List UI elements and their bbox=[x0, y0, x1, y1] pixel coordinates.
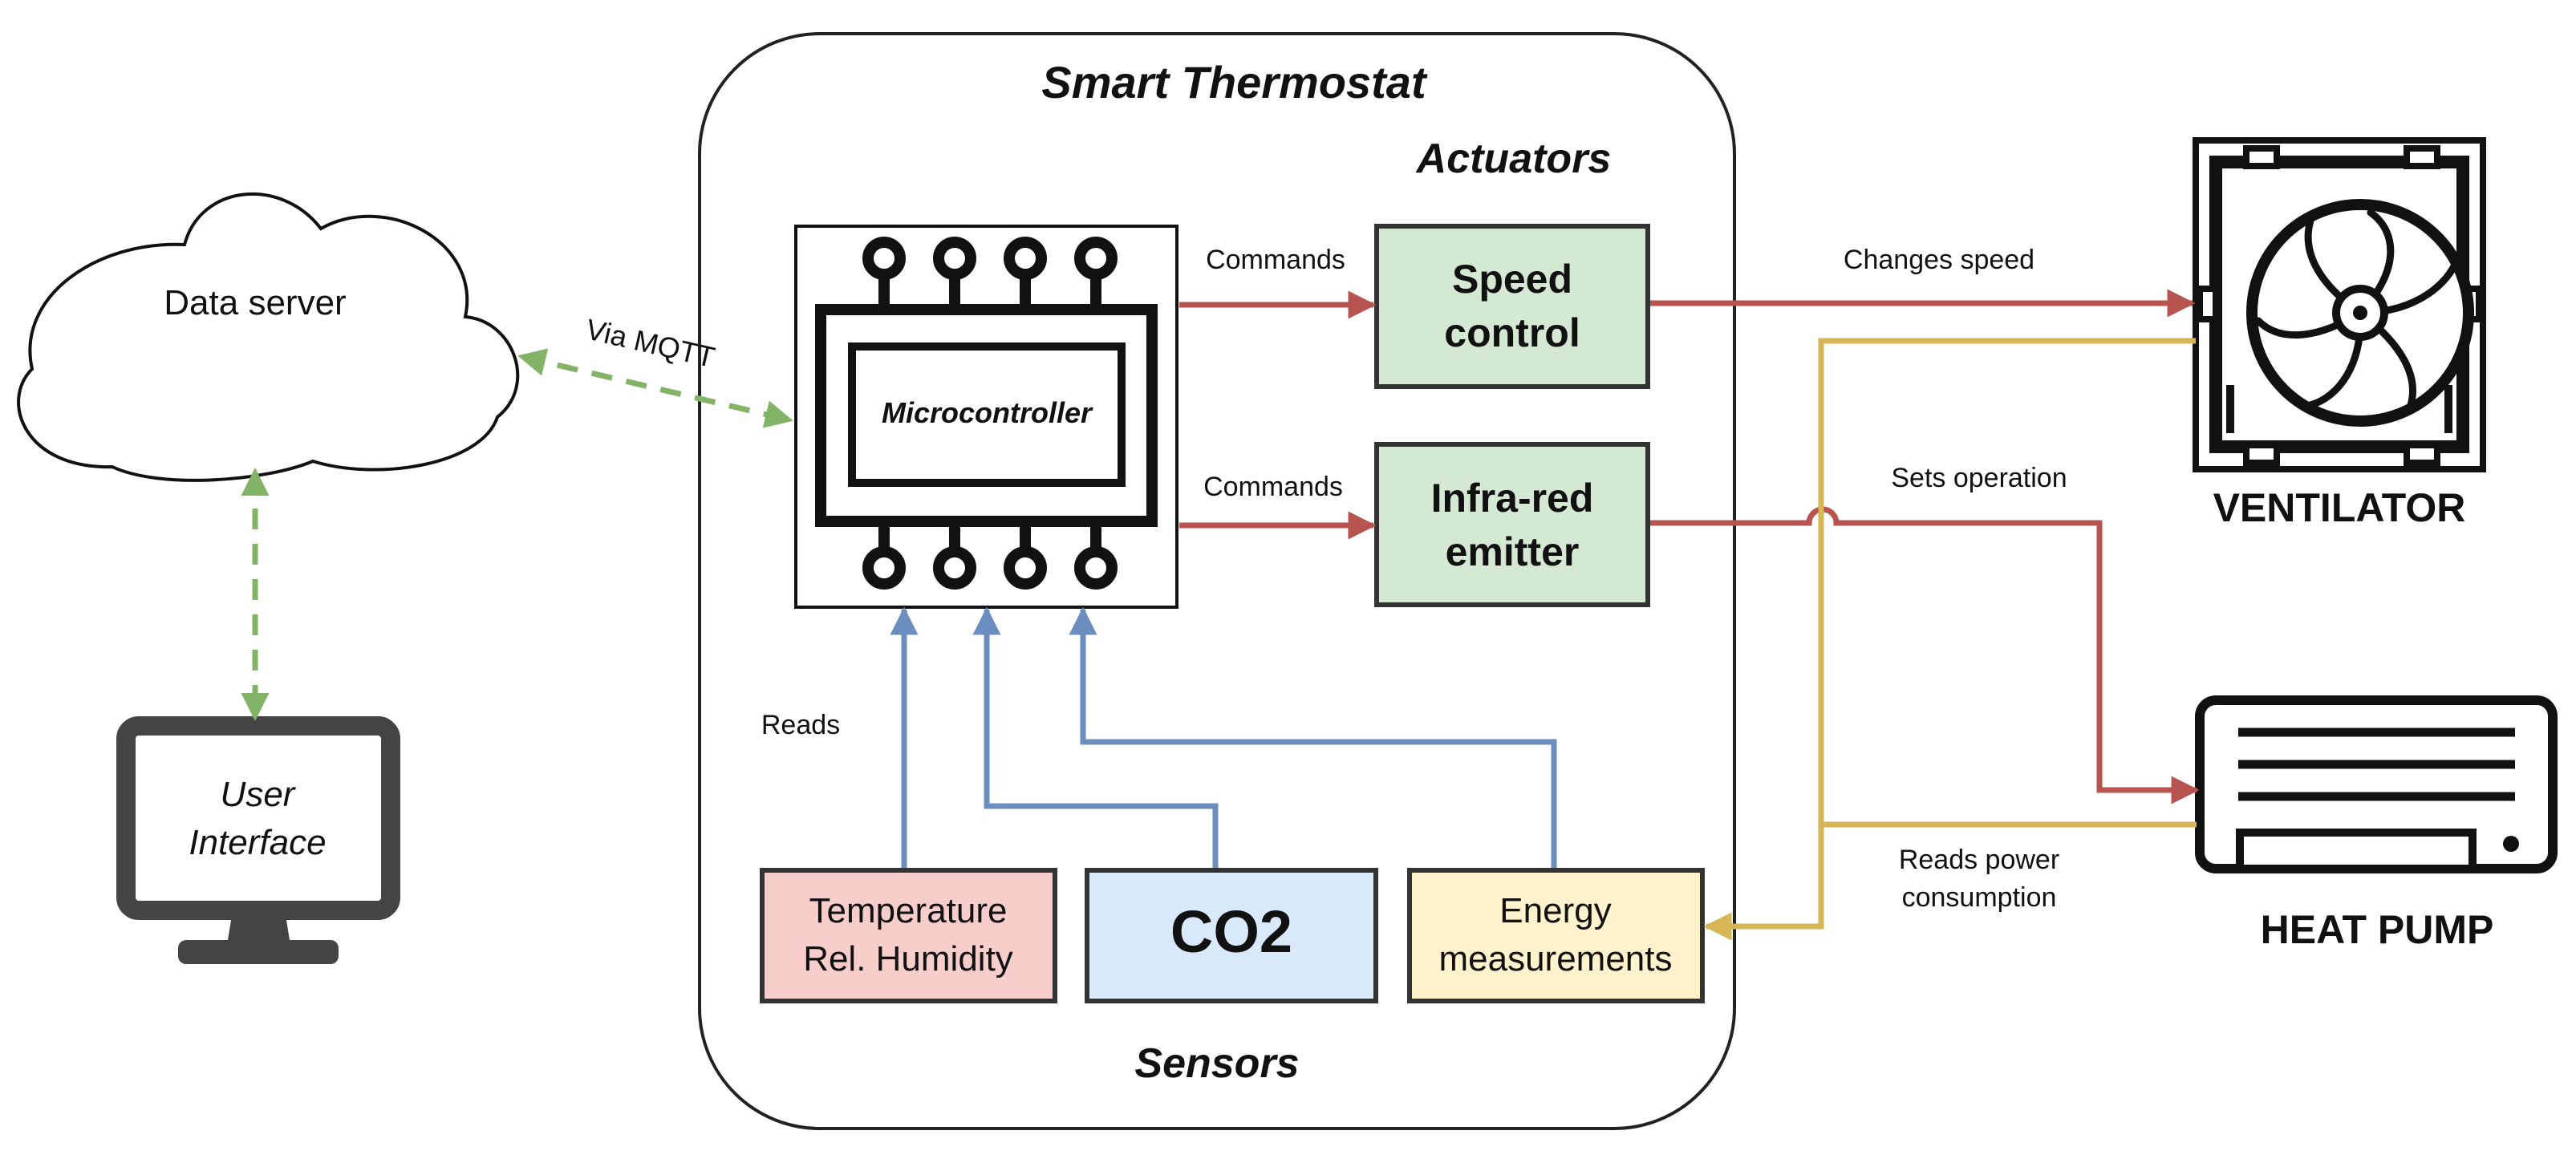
data-server-cloud: Data server bbox=[17, 192, 520, 482]
commands-label-1: Commands bbox=[1206, 245, 1345, 275]
power-arrows: Reads power consumption bbox=[1703, 338, 2197, 941]
reads-power-label-line2: consumption bbox=[1902, 882, 2057, 913]
energy-line2: measurements bbox=[1438, 939, 1672, 979]
changes-speed-label: Changes speed bbox=[1844, 245, 2034, 275]
co2-label: CO2 bbox=[1170, 898, 1292, 965]
reads-arrow-energy bbox=[1069, 606, 1557, 868]
heat-pump-label: HEAT PUMP bbox=[2261, 907, 2494, 952]
temperature-humidity-box: Temperature Rel. Humidity bbox=[760, 868, 1057, 1003]
temperature-line2: Rel. Humidity bbox=[803, 939, 1013, 979]
user-interface-label-line2: Interface bbox=[189, 823, 326, 862]
infrared-emitter-box: Infra-red emitter bbox=[1374, 442, 1650, 607]
ventilator-icon: VENTILATOR bbox=[2193, 137, 2486, 530]
speed-control-line1: Speed bbox=[1452, 257, 1572, 302]
thermostat-title: Smart Thermostat bbox=[1041, 57, 1428, 107]
energy-measurements-box: Energy measurements bbox=[1407, 868, 1705, 1003]
co2-box: CO2 bbox=[1085, 868, 1378, 1003]
actuators-label: Actuators bbox=[1415, 136, 1612, 182]
chip-pins-top bbox=[862, 237, 1118, 309]
sets-operation-arrow bbox=[1650, 506, 2200, 804]
data-server-label: Data server bbox=[164, 283, 346, 322]
temperature-line1: Temperature bbox=[809, 891, 1007, 930]
infrared-emitter-line2: emitter bbox=[1446, 529, 1580, 574]
microcontroller-label: Microcontroller bbox=[882, 396, 1093, 429]
speed-control-line2: control bbox=[1444, 310, 1580, 355]
infrared-emitter-line1: Infra-red bbox=[1431, 476, 1594, 521]
mqtt-arrow bbox=[517, 348, 793, 428]
via-mqtt-label: Via MQTT bbox=[583, 312, 718, 374]
ventilator-label: VENTILATOR bbox=[2213, 485, 2466, 530]
reads-power-label-line1: Reads power bbox=[1899, 845, 2059, 875]
sensors-label: Sensors bbox=[1134, 1040, 1299, 1087]
microcontroller-chip: Microcontroller bbox=[794, 225, 1178, 609]
reads-arrow-co2 bbox=[972, 606, 1219, 868]
ventilator-power-line bbox=[1703, 338, 2196, 941]
sets-operation-label: Sets operation bbox=[1891, 463, 2067, 493]
user-interface-monitor: User Interface bbox=[116, 716, 400, 964]
reads-label: Reads bbox=[761, 710, 840, 740]
heat-pump-icon: HEAT PUMP bbox=[2195, 695, 2558, 952]
chip-pins-bottom bbox=[862, 521, 1118, 590]
energy-line1: Energy bbox=[1499, 891, 1611, 930]
user-interface-label-line1: User bbox=[221, 775, 297, 814]
speed-control-box: Speed control bbox=[1374, 224, 1650, 389]
sensor-arrows: Reads bbox=[761, 606, 1557, 868]
commands-label-2: Commands bbox=[1203, 472, 1343, 502]
command-arrows: Commands Commands Changes speed Sets ope… bbox=[1179, 245, 2200, 804]
